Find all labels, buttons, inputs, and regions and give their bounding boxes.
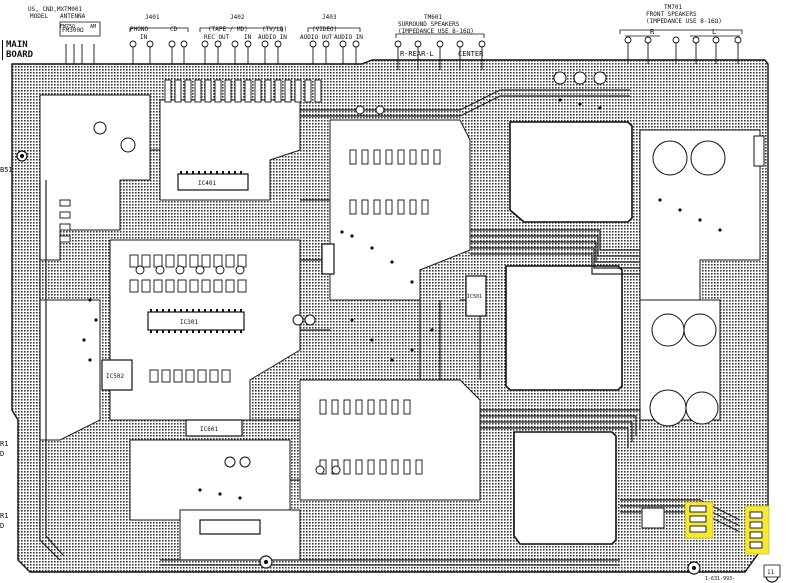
j402-name: (TAPE / MD) <box>208 26 248 33</box>
j401-in: IN <box>140 34 148 41</box>
connector-brackets <box>59 21 743 38</box>
component-rows <box>59 79 441 475</box>
fm75-label: FM75Ω <box>60 24 75 30</box>
board-title-line2: BOARD <box>6 50 34 60</box>
tm601-id: TM601 <box>424 14 443 21</box>
ic-pins <box>150 171 242 333</box>
j401-id: J401 <box>145 14 160 21</box>
edge-marker-d1: D <box>0 450 5 458</box>
ic-label: IC601 <box>200 426 218 433</box>
edge-marker-d2: D <box>0 522 5 530</box>
top-connector-leads <box>65 40 739 70</box>
edge-marker-r1: R1 <box>0 440 9 448</box>
j402-id: J402 <box>230 14 245 21</box>
tm001-region-model: MODEL <box>30 13 49 20</box>
center-label: CENTER <box>458 50 484 58</box>
edge-marker-r2: R1 <box>0 512 9 520</box>
j401-phono: PHONO <box>130 26 149 33</box>
fm300-label: FM300Ω <box>62 27 84 34</box>
j403-audio-in: AUDIO IN <box>334 34 363 41</box>
part-number: 1-631-993- <box>705 576 735 582</box>
j402-rec-out: REC OUT <box>204 34 230 41</box>
j403-id: J403 <box>322 14 337 21</box>
top-connector-pads <box>129 36 742 48</box>
board-title: MAIN BOARD <box>2 40 33 60</box>
j402-in: IN <box>244 34 252 41</box>
j401-cd: CD <box>170 26 178 33</box>
j402-audio-in: AUDIO IN <box>258 34 287 41</box>
front-l-label: L <box>712 28 716 36</box>
ic-label: IC501 <box>467 294 482 300</box>
am-label: AM <box>90 24 96 30</box>
pads <box>82 98 722 500</box>
j402-tvld: (TV/LD) <box>262 26 288 33</box>
tm601-name: SURROUND SPEAKERS <box>398 21 460 28</box>
page-marker: 11 <box>767 569 775 576</box>
tm001-name: ANTENNA <box>60 13 86 20</box>
rear-label: R-REAR-L <box>400 50 434 58</box>
board-title-line1: MAIN <box>6 40 28 50</box>
tm001-region: US, CND,MX <box>28 6 65 13</box>
j403-audio-out: AUDIO OUT <box>300 34 333 41</box>
bus-traces <box>39 89 741 566</box>
speaker-output-block <box>641 135 770 555</box>
tm701-name: FRONT SPEAKERS <box>646 11 697 18</box>
j403-name: (VIDEO) <box>312 26 338 33</box>
ic-label: IC401 <box>198 180 216 187</box>
ic-packages <box>101 173 487 535</box>
ic-label: IC301 <box>180 319 198 326</box>
tm601-impedance: (IMPEDANCE USE 8-16Ω) <box>398 28 474 35</box>
tm001-id: TM001 <box>64 6 83 13</box>
ic-label: IC502 <box>106 373 124 380</box>
tm701-impedance: (IMPEDANCE USE 8-16Ω) <box>646 18 722 25</box>
cutout-windows <box>505 121 633 545</box>
side-marker-b51: B51 <box>0 166 13 174</box>
front-r-label: R <box>650 28 655 36</box>
tm701-id: TM701 <box>664 4 683 11</box>
capacitors <box>93 71 726 475</box>
